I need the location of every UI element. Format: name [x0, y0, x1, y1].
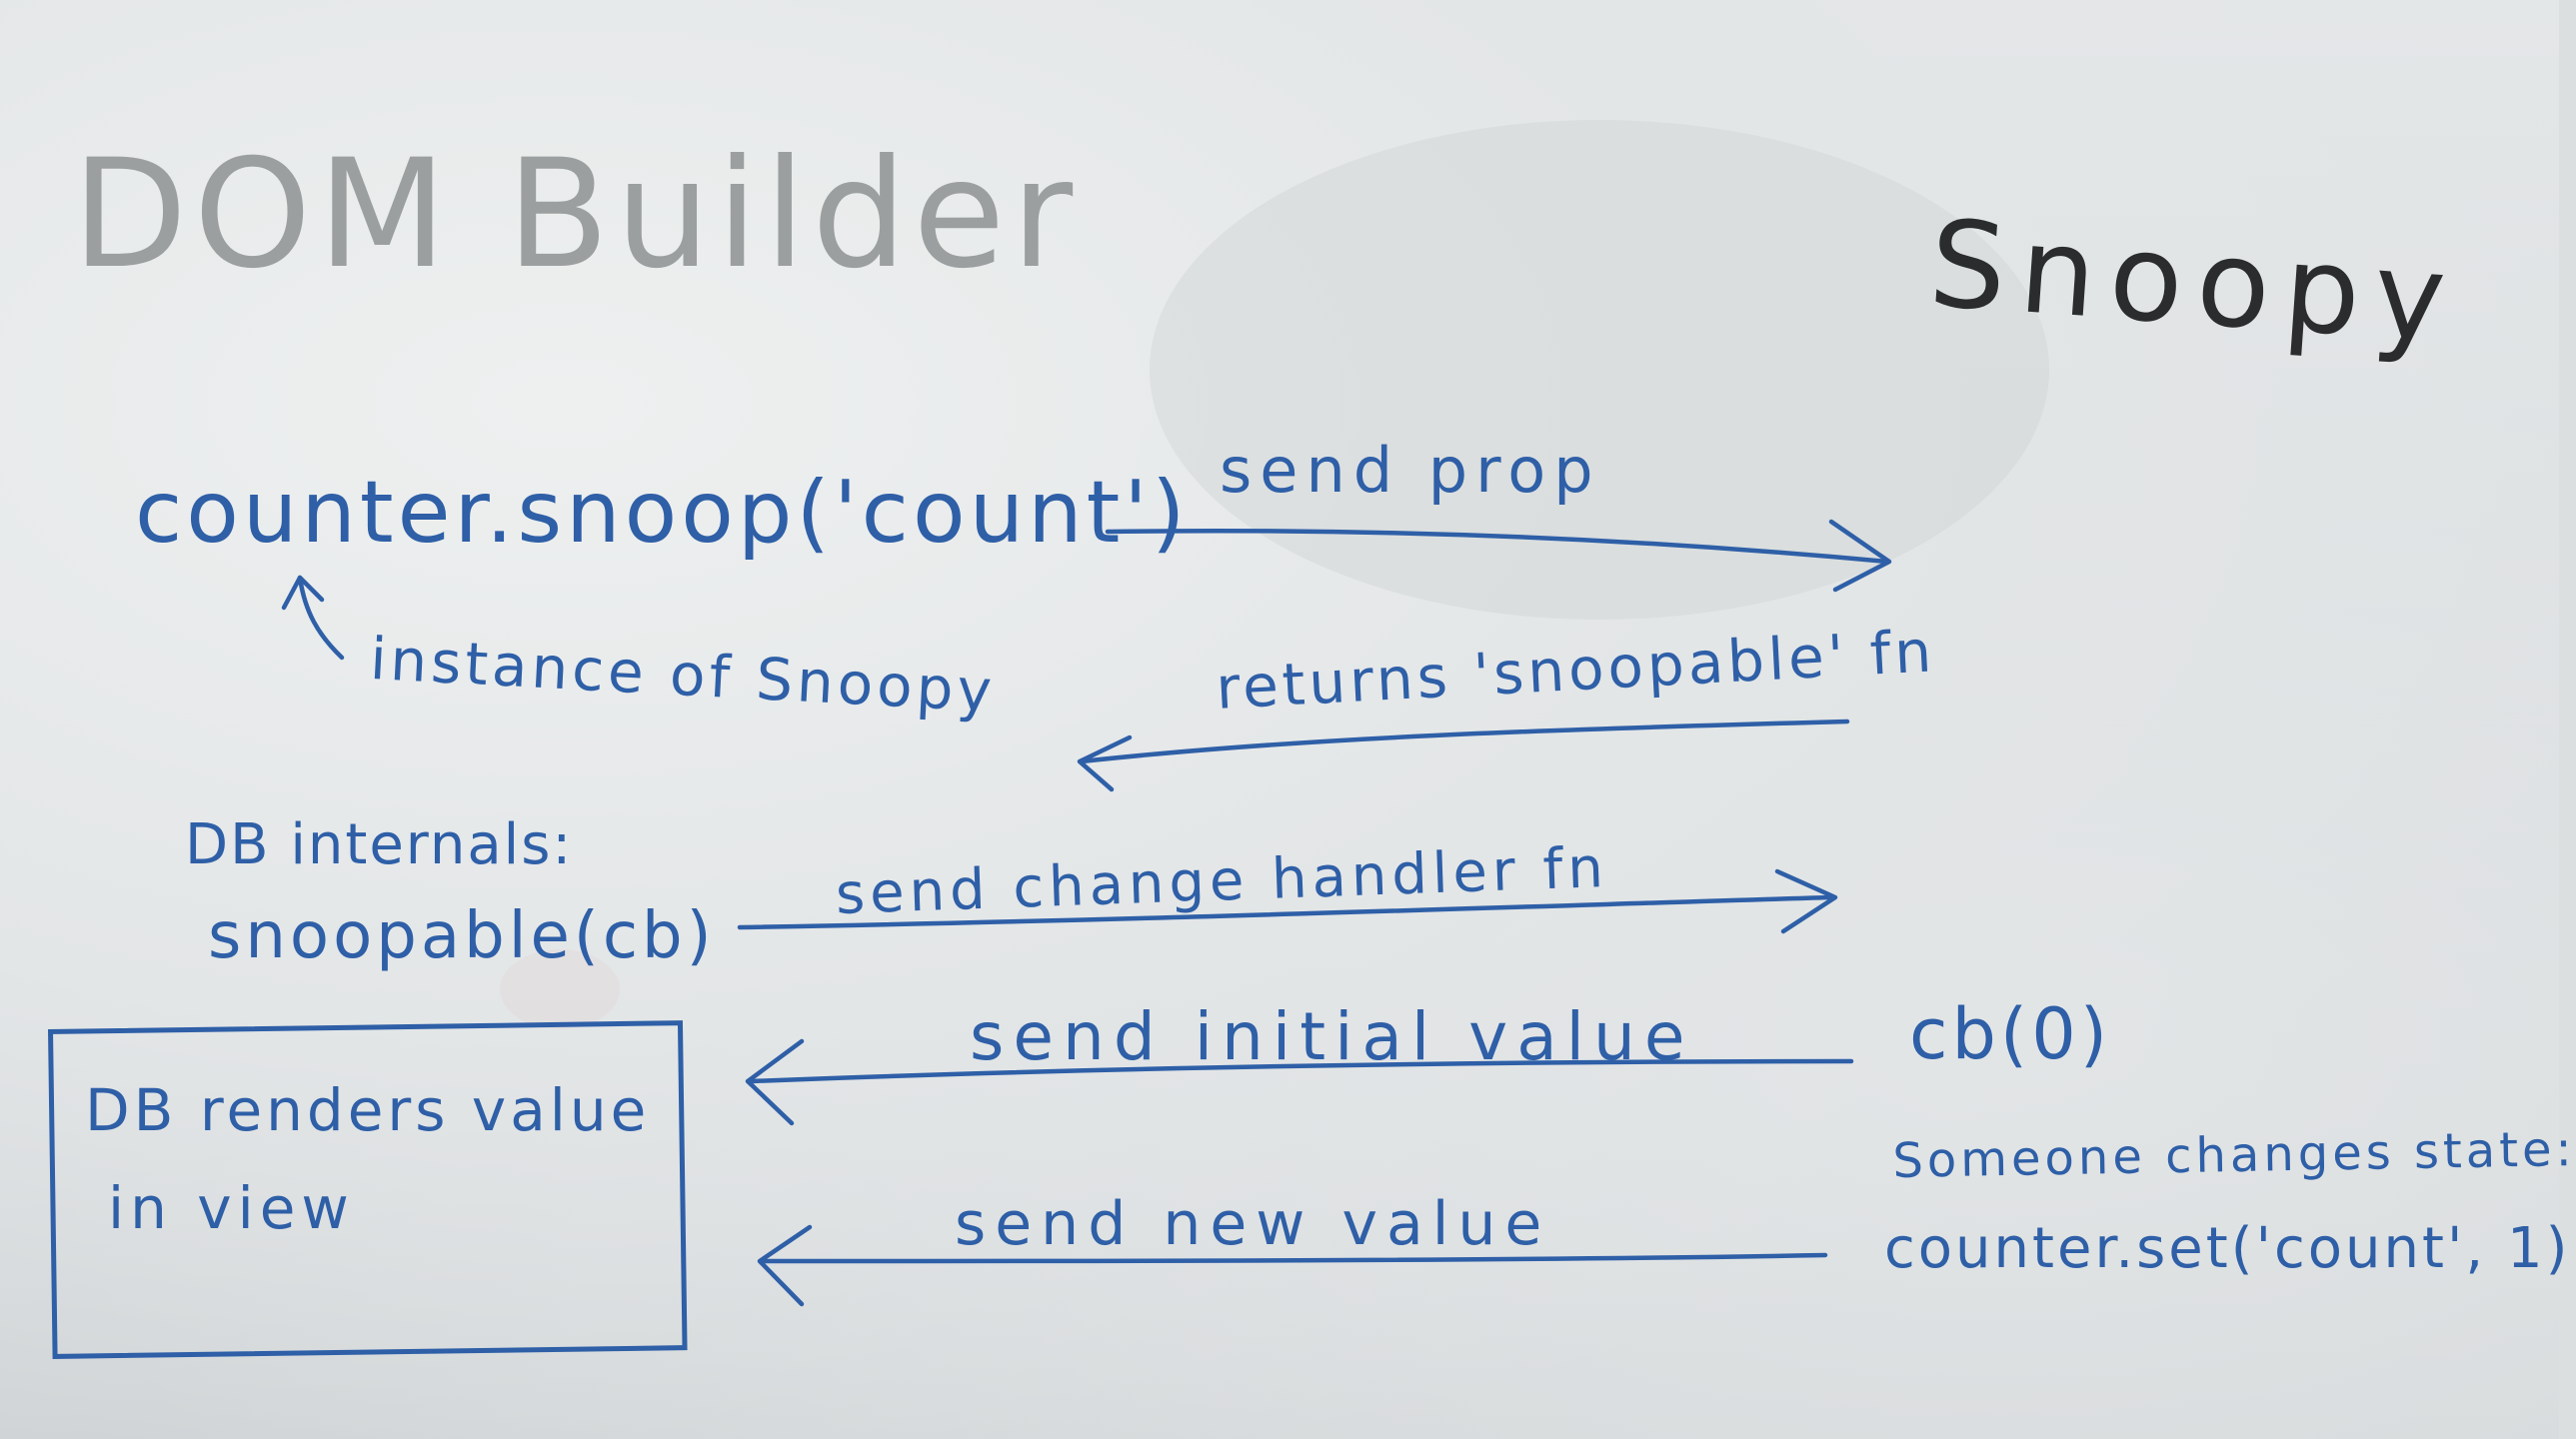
label-send-prop: send prop: [1220, 434, 1601, 507]
arrow-change-handler-head: [1774, 868, 1838, 934]
arrow-returns: [1079, 719, 1850, 764]
arrow-returns-head: [1077, 734, 1133, 792]
arrow-initial-value: [749, 1058, 1854, 1084]
arrow-initial-value-head: [745, 1038, 805, 1126]
arrow-change-handler: [737, 894, 1834, 930]
snoopable-cb-call: snoopable(cb): [208, 899, 716, 973]
snoop-call: counter.snoop('count'): [135, 463, 1190, 563]
arrow-new-value-head: [757, 1224, 813, 1307]
arrow-send-prop: [1105, 528, 1890, 565]
counter-set-call: counter.set('count', 1): [1884, 1216, 2571, 1281]
arrow-instance-pointer: [297, 575, 345, 661]
render-box-line1: DB renders value: [85, 1076, 651, 1144]
cb-zero-call: cb(0): [1909, 993, 2112, 1075]
arrow-new-value: [759, 1252, 1828, 1264]
arrow-send-prop-head: [1828, 519, 1892, 593]
label-send-new-value: send new value: [955, 1189, 1551, 1259]
title-dom-builder: DOM Builder: [72, 128, 1080, 302]
label-send-initial-value: send initial value: [970, 998, 1694, 1075]
arrow-instance-pointer-head: [281, 575, 325, 611]
render-box-line2: in view: [108, 1174, 355, 1242]
db-internals-heading: DB internals:: [185, 812, 574, 877]
